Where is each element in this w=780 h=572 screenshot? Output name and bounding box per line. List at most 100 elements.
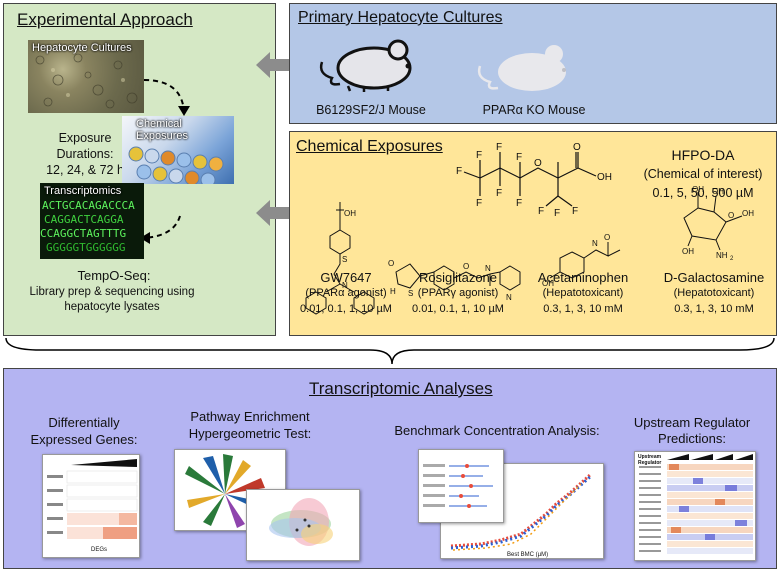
primary-hepatocyte-cultures-panel: Primary Hepatocyte Cultures B6129SF2/J M… (289, 3, 777, 124)
workflow-dashed-arrows (140, 79, 190, 244)
bmc-axis-label: Best BMC (µM) (507, 552, 548, 558)
curly-brace (5, 337, 775, 365)
upstream-heatmap-thumbnail: Upstream Regulator (634, 451, 756, 561)
atom-label: F (516, 198, 522, 209)
chemical-4-concentrations: 0.3, 1, 3, 10 mM (674, 303, 754, 315)
primary-hepatocyte-cultures-title: Primary Hepatocyte Cultures (298, 9, 503, 26)
pathway-wheel-graphic (185, 454, 265, 528)
atom-label: H (390, 287, 396, 296)
chemical-exposures-photo-label: Chemical Exposures (136, 118, 188, 142)
hepatocyte-cultures-label: Hepatocyte Cultures (32, 42, 132, 54)
chemical-3-concentrations: 0.3, 1, 3, 10 mM (543, 303, 623, 315)
atom-label: O (728, 211, 734, 220)
dna-line-1: ACTGCACAGACCCA (42, 199, 135, 212)
atom-label: O (388, 259, 394, 268)
atom-label: O (573, 142, 581, 153)
atom-label: O (534, 158, 542, 169)
arrow-left-icon (256, 200, 290, 226)
gw7647-structure: OH S N (305, 202, 375, 315)
atom-label: N (342, 281, 348, 290)
chemical-2-role: (PPARγ agonist) (417, 287, 499, 299)
tempo-seq-line1: Library prep & sequencing using (29, 286, 195, 298)
atom-label: O (463, 262, 469, 271)
chemical-4-role: (Hepatotoxicant) (673, 287, 755, 299)
atom-label: F (496, 188, 502, 199)
pca-plot-graphic (269, 498, 333, 546)
atom-label: F (572, 206, 578, 217)
tempo-seq-line2: hepatocyte lysates (64, 301, 160, 313)
bmc-forest-thumbnail (418, 449, 504, 523)
atom-label: OH (712, 187, 724, 196)
upstream-title-line2: Predictions: (658, 431, 726, 446)
chemical-1-concentrations: 0.01, 0.1, 1, 10 µM (300, 303, 392, 315)
mouse-icon (319, 39, 412, 92)
pathway-title-line1: Pathway Enrichment (190, 409, 310, 424)
dna-line-2: CAGGACTCAGGA (44, 213, 124, 226)
atom-label: N (485, 264, 491, 273)
cell-texture (35, 53, 138, 109)
atom-label: OH (597, 172, 612, 183)
hfpo-da-role: (Chemical of interest) (643, 167, 763, 181)
bmc-title: Benchmark Concentration Analysis: (394, 423, 600, 438)
chemical-1-name: GW7647 (320, 270, 372, 285)
atom-label: F (554, 208, 560, 218)
tempo-seq-title: TempO-Seq: (77, 268, 151, 283)
hepatocyte-cultures-photo: Hepatocyte Cultures (28, 40, 144, 113)
exposure-durations-line3: 12, 24, & 72 h (46, 163, 124, 177)
atom-label: S (408, 289, 413, 298)
upstream-heatmap-graphic (639, 454, 753, 554)
chemical-4-name: D-Galactosamine (663, 270, 765, 285)
atom-label: 2 (730, 256, 734, 262)
atom-label: N (592, 239, 598, 248)
atom-label: F (476, 150, 482, 161)
deg-title-line2: Expressed Genes: (30, 432, 138, 447)
deg-title-line1: Differentially (48, 415, 120, 430)
chemical-exposures-title: Chemical Exposures (296, 138, 443, 155)
chemical-2-name: Rosiglitazone (418, 270, 498, 285)
atom-label: NH (716, 251, 728, 260)
atom-label: F (516, 152, 522, 163)
transcriptomic-analyses-title: Transcriptomic Analyses (309, 379, 493, 398)
pathway-title-line2: Hypergeometric Test: (188, 426, 312, 441)
arrow-left-icon (256, 52, 290, 78)
chemical-exposures-panel: Chemical Exposures F F F F F F F O O OH … (289, 131, 777, 336)
chemical-2-concentrations: 0.01, 0.1, 1, 10 µM (412, 303, 504, 315)
atom-label: F (476, 198, 482, 209)
mouse-label-wildtype: B6129SF2/J Mouse (316, 103, 426, 117)
atom-label: N (506, 293, 512, 302)
atom-label: F (496, 142, 502, 153)
deg-axis-label: DEGs (91, 547, 107, 553)
exposure-durations-line2: Durations: (56, 147, 114, 161)
chemical-3-name: Acetaminophen (537, 270, 629, 285)
upstream-title-line1: Upstream Regulator (633, 415, 751, 430)
transcriptomics-photo: Transcriptomics ACTGCACAGACCCA CAGGACTCA… (40, 183, 144, 259)
chemical-exposures-photo: Chemical Exposures (122, 116, 234, 184)
atom-label: OH (692, 185, 704, 194)
hfpo-da-concentrations: 0.1, 5, 50, 500 µM (652, 186, 754, 200)
transcriptomic-analyses-panel: Transcriptomic Analyses Differentially E… (3, 368, 777, 569)
well-plate-illustration (128, 146, 224, 184)
chemical-3-role: (Hepatotoxicant) (542, 287, 624, 299)
atom-label: S (342, 255, 347, 264)
upstream-heatmap-header: Upstream Regulator (638, 454, 662, 466)
atom-label: OH (742, 209, 754, 218)
experimental-approach-title: Experimental Approach (17, 10, 193, 29)
atom-label: F (538, 206, 544, 217)
bmc-curve-graphic: Best BMC (µM) (450, 472, 593, 558)
chemical-1-role: (PPARα agonist) (305, 287, 387, 299)
experimental-approach-panel: Experimental Approach Hepatocyte Culture… (3, 3, 276, 336)
acetaminophen-structure: N O OH (542, 233, 621, 288)
hfpo-da-structure: F F F F F F F O O OH F F F (456, 142, 612, 218)
hfpo-da-name: HFPO-DA (671, 147, 735, 163)
deg-table-thumbnail: DEGs (42, 454, 140, 558)
atom-label: F (456, 166, 462, 177)
atom-label: O (604, 233, 610, 242)
atom-label: OH (542, 279, 554, 288)
atom-label: OH (682, 247, 694, 256)
pca-plot-thumbnail (246, 489, 360, 561)
bmc-forest-graphic (423, 464, 493, 508)
d-galactosamine-structure: OH OH OH O OH NH 2 (682, 185, 754, 262)
transcriptomics-label: Transcriptomics (44, 185, 122, 197)
mouse-icon (477, 45, 566, 91)
rosiglitazone-structure: O H S O N N (388, 259, 521, 302)
